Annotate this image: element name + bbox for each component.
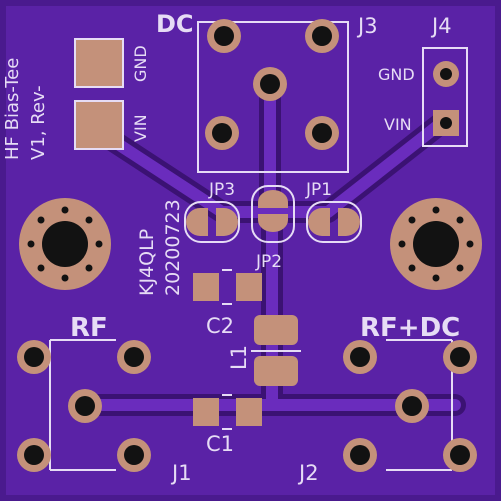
- author-date: 20200723: [162, 199, 184, 296]
- silkscreen: HF Bias-Tee V1, Rev- KJ4QLP 20200723 GND…: [2, 10, 460, 485]
- title-line-2: V1, Rev-: [28, 85, 49, 160]
- label-dc: DC: [156, 10, 194, 38]
- label-rf: RF: [70, 313, 108, 343]
- title-line-1: HF Bias-Tee: [2, 58, 23, 160]
- capacitor-c1: [193, 394, 262, 430]
- label-rf-dc: RF+DC: [360, 313, 460, 343]
- jumper-jp1: [306, 201, 362, 243]
- jumper-jp2: [251, 185, 295, 243]
- mounting-hole-left: [19, 198, 111, 290]
- label-j4: J4: [430, 14, 452, 38]
- label-vin-right: VIN: [384, 115, 412, 134]
- label-c1: C1: [206, 432, 234, 456]
- label-jp1: JP1: [305, 180, 332, 200]
- inductor-l1: [251, 315, 301, 386]
- j4-header: [422, 47, 468, 147]
- label-vin-left: VIN: [131, 114, 150, 142]
- label-l1: L1: [227, 345, 251, 370]
- label-c2: C2: [206, 314, 234, 338]
- j3-connector: [197, 19, 349, 173]
- j2-connector: [343, 339, 477, 472]
- j1-connector: [17, 339, 151, 472]
- label-gnd-left: GND: [131, 45, 150, 82]
- left-pads: [74, 38, 124, 150]
- capacitor-c2: [193, 269, 262, 305]
- label-j2: J2: [297, 461, 319, 485]
- label-j1: J1: [170, 461, 192, 485]
- label-gnd-right: GND: [378, 65, 415, 84]
- mounting-hole-right: [390, 198, 482, 290]
- label-jp2: JP2: [255, 252, 282, 272]
- author-callsign: KJ4QLP: [136, 229, 158, 296]
- label-jp3: JP3: [208, 180, 235, 200]
- jumper-jp3: [184, 201, 240, 243]
- label-j3: J3: [356, 14, 378, 38]
